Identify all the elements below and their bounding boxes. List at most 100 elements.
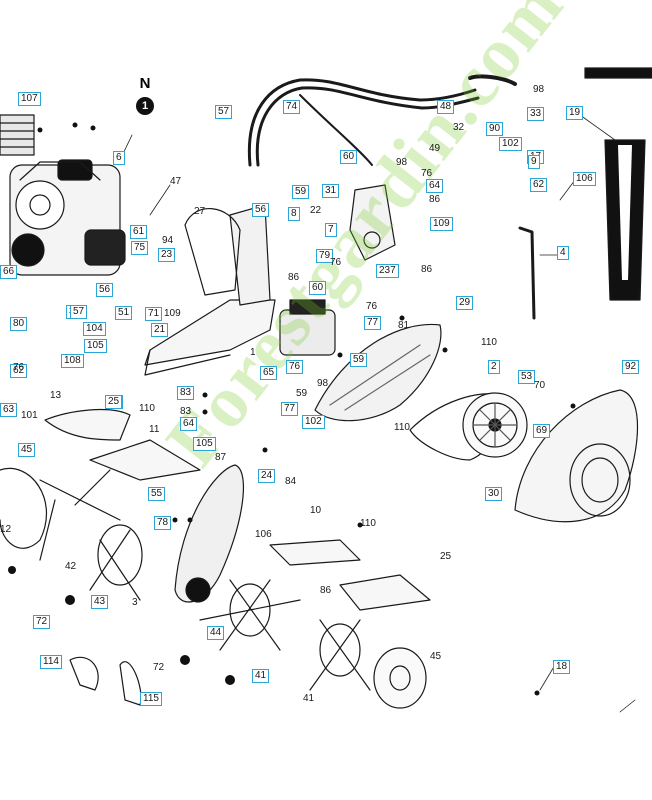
part-callout-38: 60 [309,281,327,295]
part-callout-97: 41 [252,669,270,683]
part-callout-93: 44 [207,626,225,640]
part-callout-92: 72 [33,615,51,629]
part-callout-110: 76 [13,362,25,373]
part-callout-104: 9 [528,155,540,169]
part-callout-61: 45 [18,443,36,457]
part-callout-94: 114 [40,655,62,669]
rod-part [518,226,536,320]
part-callout-89: 86 [320,585,332,596]
part-callout-80: 84 [285,476,297,487]
tines-bottom-part [199,579,371,691]
part-callout-69: 105 [193,437,216,451]
part-callout-75: 70 [534,380,546,391]
belt-cover-part [314,323,442,422]
part-callout-15: 31 [322,184,340,198]
wheel-part [373,647,427,709]
part-callout-84: 42 [65,561,77,572]
part-callout-74: 53 [518,370,536,384]
section-letter: N [139,75,151,92]
part-callout-79: 24 [258,469,276,483]
part-callout-44: 76 [366,301,378,312]
part-callout-56: 108 [61,354,84,368]
part-callout-35: 109 [164,308,181,319]
part-callout-70: 87 [215,452,227,463]
part-callout-30: 94 [162,235,174,246]
gearbox-part [279,299,336,356]
part-callout-4: 48 [437,100,455,114]
part-callout-7: 19 [566,106,584,120]
part-callout-58: 101 [21,410,38,421]
bolt-set [8,122,576,696]
part-callout-23: 7 [325,223,337,237]
part-callout-34: 71 [145,307,163,321]
section-badge: N 1 [135,75,155,119]
cylinder-part [584,67,652,301]
tines-left-part [0,467,143,601]
part-callout-68: 64 [180,417,198,431]
part-callout-52: 59 [350,353,368,367]
part-callout-20: 86 [429,194,441,205]
belt-pulley-part [409,392,528,461]
part-callout-50: 98 [317,378,329,389]
part-callout-12: 47 [170,176,182,187]
part-callout-106: 66 [0,265,18,279]
part-callout-87: 106 [255,529,272,540]
part-callout-81: 30 [485,487,503,501]
part-callout-33: 51 [115,306,133,320]
part-callout-31: 23 [158,248,176,262]
part-callout-18: 76 [421,168,433,179]
engine-part [0,114,126,276]
part-callout-5: 98 [533,84,545,95]
part-callout-41: 237 [376,264,399,278]
part-callout-86: 110 [360,518,376,529]
part-callout-60: 63 [0,403,18,417]
part-callout-22: 109 [430,217,453,231]
part-callout-100: 18 [553,660,571,674]
part-callout-64: 11 [149,424,160,435]
part-callout-72: 102 [302,415,325,429]
part-callout-59: 62 [10,364,28,378]
part-callout-98: 115 [140,692,162,706]
part-callout-16: 98 [396,157,408,168]
part-callout-108: 57 [70,305,88,319]
part-callout-6: 33 [527,107,545,121]
part-callout-2: 57 [215,105,233,119]
part-callout-83: 78 [154,516,172,530]
part-callout-1: 6 [113,151,125,165]
part-callout-49: 76 [286,360,304,374]
part-callout-65: 65 [260,366,278,380]
part-callout-105: 106 [573,172,596,186]
part-callout-55: 105 [84,339,107,353]
part-callout-85: 10 [310,505,322,516]
part-callout-96: 45 [430,651,442,662]
part-callout-19: 64 [426,179,444,193]
part-callout-78: 69 [533,424,551,438]
part-callout-32: 56 [96,283,114,297]
part-callout-101: 12 [0,524,12,535]
part-callout-57: 13 [50,390,62,401]
part-callout-9: 90 [486,122,504,136]
part-callout-36: 21 [151,323,169,337]
part-callout-48: 1 [250,347,256,358]
part-callout-102: 25 [105,395,123,409]
part-callout-76: 92 [622,360,640,374]
part-callout-37: 86 [288,272,300,283]
part-callout-90: 43 [91,595,109,609]
part-callout-26: 27 [194,206,206,217]
part-callout-13: 59 [292,185,310,199]
part-callout-10: 102 [499,137,522,151]
chain-case-part [174,464,244,603]
part-callout-73: 2 [488,360,500,374]
part-callout-54: 104 [83,322,106,336]
part-callout-43: 29 [456,296,474,310]
part-callout-14: 60 [340,150,358,164]
part-callout-3: 74 [283,100,301,114]
housing-cover-part [514,389,639,523]
part-callout-95: 72 [153,662,165,673]
part-callout-29: 75 [131,241,149,255]
part-callout-71: 77 [281,402,299,416]
part-callout-24: 22 [310,205,322,216]
part-callout-8: 32 [453,122,465,133]
part-callout-46: 81 [398,320,410,331]
frame-part [144,204,276,376]
